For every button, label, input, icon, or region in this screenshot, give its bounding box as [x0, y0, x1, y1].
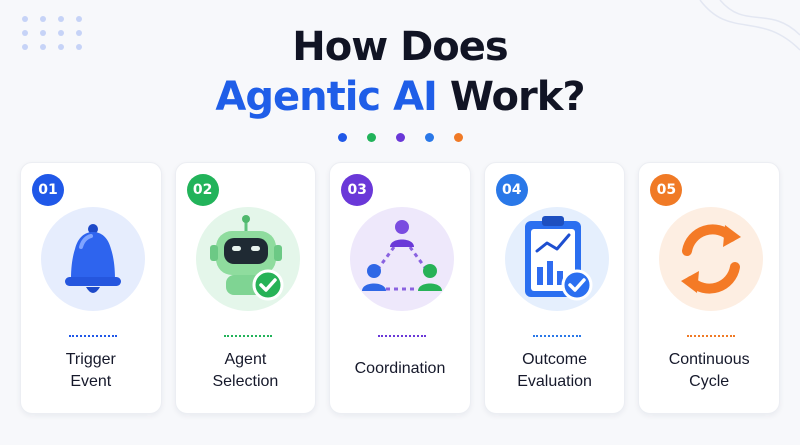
steps-row: 01 Trigger Event 02: [20, 162, 780, 414]
step-card-trigger: 01 Trigger Event: [20, 162, 162, 414]
step-label-line-2: Selection: [212, 373, 279, 390]
step-label: Coordination: [330, 358, 470, 380]
dot-orange: [453, 133, 463, 142]
bell-icon: [65, 224, 121, 293]
network-icon: [362, 220, 443, 291]
step-card-outcome-evaluation: 04 Outcome Evaluation: [483, 162, 626, 414]
step-label-line-1: Continuous: [668, 351, 750, 368]
decorative-dot-grid: [22, 16, 86, 50]
title-accent: Agentic AI: [215, 74, 438, 120]
step-label-line-2: Event: [70, 373, 112, 390]
step-number-badge: 02: [186, 174, 219, 206]
title-rest: Work?: [449, 74, 586, 120]
title-line-1: How Does: [292, 24, 508, 70]
dotted-separator: [69, 335, 117, 337]
title-line-2: Agentic AI Work?: [0, 72, 800, 122]
step-label-line-1: Outcome: [522, 351, 588, 368]
icon-circle: [41, 207, 145, 311]
dot-purple: [395, 133, 405, 142]
dot-green: [366, 133, 376, 142]
step-label-line-1: Trigger: [65, 351, 116, 368]
dot-sky: [424, 133, 434, 142]
icon-circle: [659, 207, 764, 311]
step-number-badge: 01: [32, 174, 64, 206]
icon-circle: [504, 207, 609, 311]
clipboard-chart-icon: [524, 216, 593, 301]
step-label: Agent Selection: [176, 349, 316, 393]
step-label: Trigger Event: [21, 349, 161, 393]
step-card-agent-selection: 02 Agent Selection: [174, 162, 317, 414]
page-title: How Does Agentic AI Work?: [0, 22, 800, 122]
step-number-badge: 03: [341, 174, 374, 206]
step-number-badge: 04: [495, 174, 528, 206]
step-label-line-2: Evaluation: [517, 373, 592, 390]
dotted-separator: [378, 335, 427, 337]
step-label-line-2: Cycle: [689, 373, 730, 390]
step-label-line-1: Coordination: [354, 360, 446, 377]
step-card-coordination: 03 Coordination: [329, 162, 471, 414]
dotted-separator: [532, 335, 581, 337]
robot-icon: [209, 215, 284, 301]
step-number-badge: 05: [650, 174, 683, 206]
icon-circle: [195, 207, 300, 311]
step-card-continuous-cycle: 05 Continuous Cycle: [638, 162, 780, 414]
icon-circle: [350, 207, 455, 311]
step-label: Continuous Cycle: [639, 349, 779, 393]
decorative-wave: [699, 0, 800, 51]
dotted-separator: [687, 335, 736, 337]
color-dots: [0, 133, 800, 142]
step-label: Outcome Evaluation: [485, 349, 625, 393]
dotted-separator: [223, 335, 272, 337]
cycle-arrows-icon: [681, 224, 742, 294]
dot-blue: [337, 133, 347, 142]
step-label-line-1: Agent: [224, 351, 267, 368]
